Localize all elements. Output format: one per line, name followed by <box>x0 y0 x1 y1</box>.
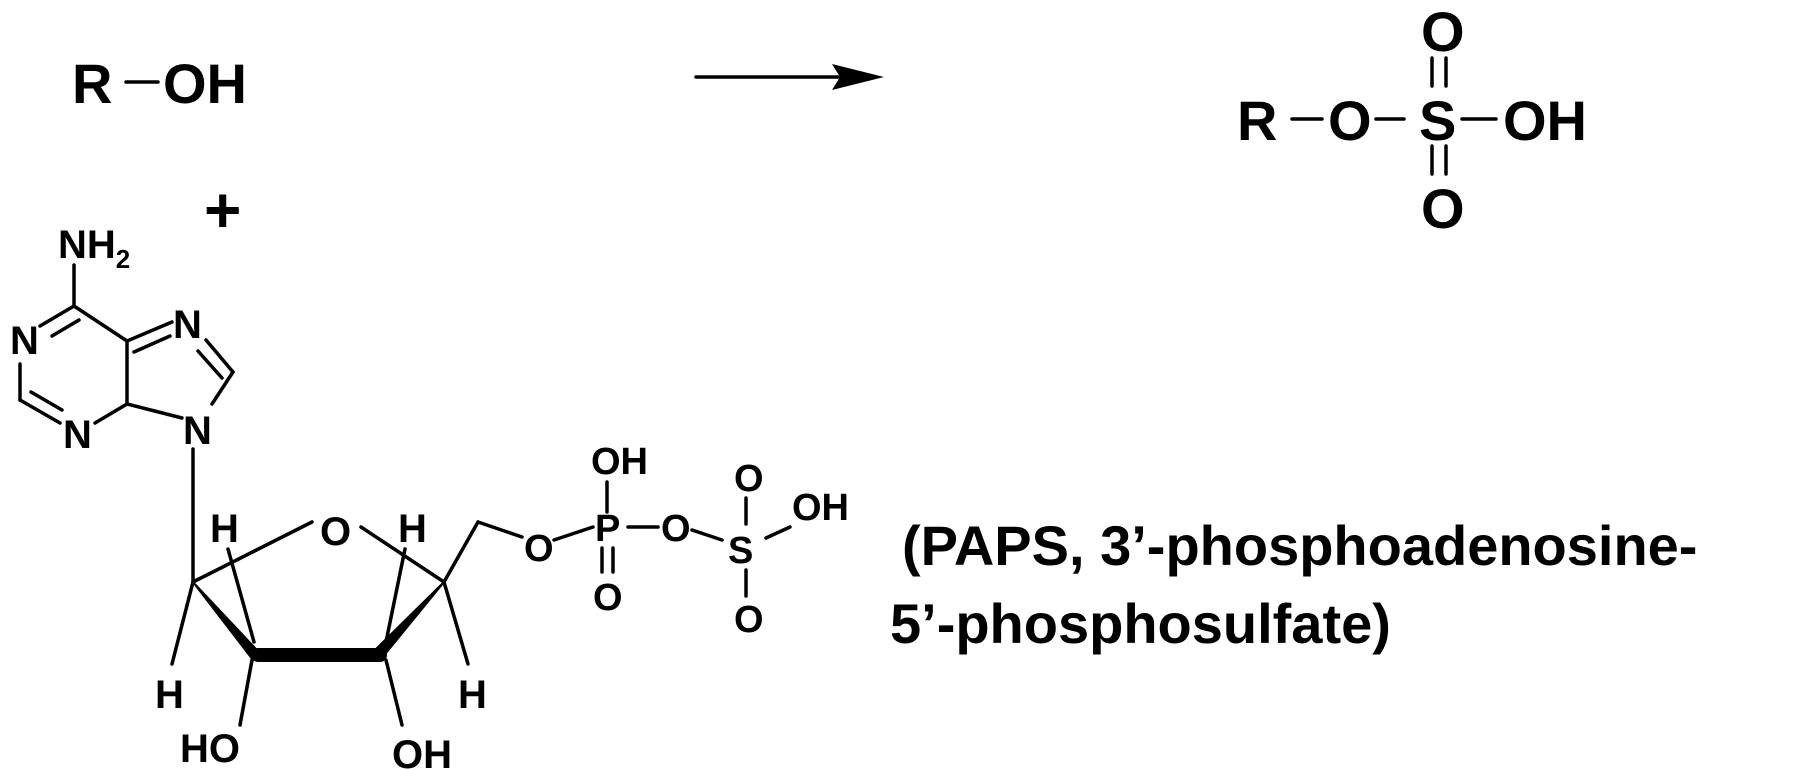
bond-c4-n9 <box>125 402 184 420</box>
h1-down-label: H <box>155 673 184 717</box>
bond-c1-h-down <box>170 580 195 666</box>
bond-c5-n7 <box>125 320 174 343</box>
n1-label: N <box>10 319 39 363</box>
p-label: P <box>595 508 620 550</box>
product-r-label: R <box>1237 89 1277 152</box>
caption-line-2: 5’-phosphosulfate) <box>890 592 1391 655</box>
ho-label: HO <box>180 727 240 769</box>
s-o-bottom-label: O <box>734 599 764 641</box>
bond-c5-n7-inner <box>132 334 172 354</box>
product-o-label: O <box>1328 89 1372 152</box>
reaction-arrow <box>694 64 884 90</box>
bond-c6-c5 <box>72 304 129 343</box>
bond-s-oh <box>764 525 792 540</box>
bond-c1prime-o4 <box>191 520 314 584</box>
n9-label: N <box>183 409 212 453</box>
product-sulfate-ester: R O S OH O O <box>1237 0 1587 240</box>
product-o-bottom-label: O <box>1421 177 1465 240</box>
bond-c6-n1 <box>38 304 76 328</box>
bond-c6-n1-inner <box>50 318 81 338</box>
h4-label: H <box>398 507 427 551</box>
bond-n3-c4 <box>93 402 129 425</box>
plus-sign: + <box>204 174 241 246</box>
wedge-c1-c2 <box>192 581 264 662</box>
s-o-top-label: O <box>734 458 764 500</box>
bond-n7-c8-inner <box>196 349 224 380</box>
bridge-o-label: O <box>661 508 691 550</box>
bond-c8-n9 <box>210 370 235 406</box>
bond-n7-c8 <box>204 338 235 374</box>
bond-c2-ho <box>238 658 254 727</box>
product-o-top-label: O <box>1421 0 1465 63</box>
bond-c5prime-o5 <box>476 520 524 539</box>
bond-c2-n3-inner <box>29 390 64 412</box>
reactant-oh-label: OH <box>163 52 247 115</box>
p-oh-label: OH <box>591 441 648 483</box>
paps-caption: (PAPS, 3’-phosphoadenosine- 5’-phosphosu… <box>890 514 1697 655</box>
paps-structure: NH2 N N N N O H H <box>10 223 849 769</box>
oh-label: OH <box>392 733 452 769</box>
bond-c3-oh <box>384 658 404 727</box>
product-s-label: S <box>1419 89 1456 152</box>
bond-c4-c5prime <box>442 520 480 584</box>
nh2-label: NH2 <box>58 223 130 274</box>
reactant-alcohol: R OH <box>72 52 247 115</box>
bond-o5-p <box>552 525 595 542</box>
n7-label: N <box>173 303 202 347</box>
bond-c4-h-down <box>442 580 470 666</box>
bond-bridge-o-s <box>690 528 724 542</box>
reactant-r-label: R <box>72 52 112 115</box>
o5-label: O <box>524 528 554 570</box>
bond-c2-h <box>226 547 256 644</box>
h4-down-label: H <box>458 673 487 717</box>
wedge-c4-c3 <box>374 581 445 662</box>
arrow-head <box>832 64 884 90</box>
s-label: S <box>728 530 753 572</box>
h1-label: H <box>210 507 239 551</box>
s-oh-label: OH <box>792 487 849 529</box>
p-o-label: O <box>593 577 623 619</box>
bond-c3-h <box>384 547 407 644</box>
n3-label: N <box>63 413 92 457</box>
ring-o-label: O <box>320 510 351 554</box>
product-oh-label: OH <box>1503 89 1587 152</box>
caption-line-1: (PAPS, 3’-phosphoadenosine- <box>902 514 1697 577</box>
bond-c2-n3 <box>18 398 62 425</box>
